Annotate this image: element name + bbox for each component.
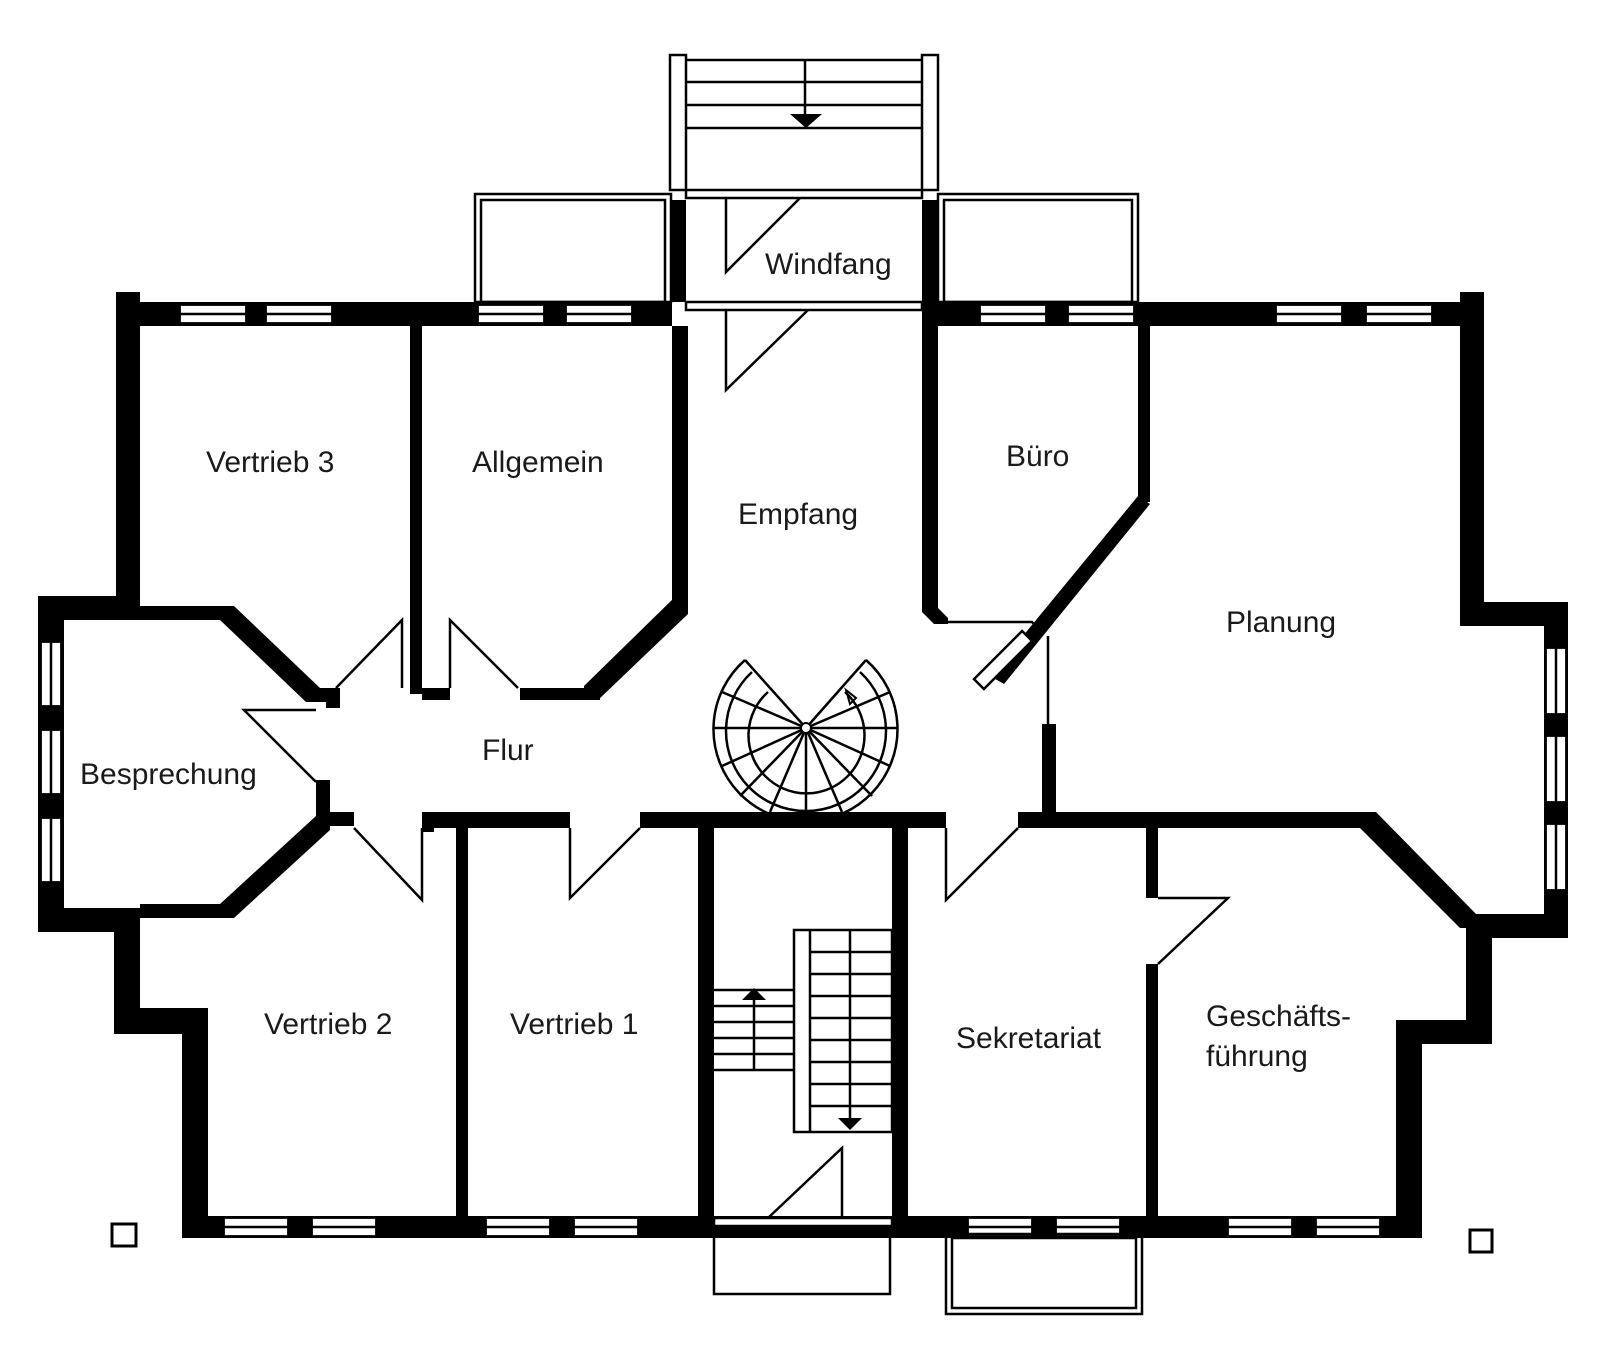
door-vertrieb2[interactable] — [353, 827, 424, 904]
label-windfang: Windfang — [765, 248, 892, 281]
label-sekretariat: Sekretariat — [956, 1022, 1102, 1055]
label-planung: Planung — [1226, 606, 1336, 639]
door-geschaeftsfuehrung[interactable] — [1157, 896, 1232, 965]
door-besprechung[interactable] — [240, 708, 317, 783]
stair-down-arrow-icon — [838, 1118, 862, 1130]
door-vertrieb1[interactable] — [568, 827, 641, 902]
label-besprechung: Besprechung — [80, 758, 257, 791]
label-allgemein: Allgemein — [472, 446, 604, 479]
interior-walls — [140, 326, 1476, 1218]
label-vertrieb2: Vertrieb 2 — [264, 1008, 392, 1041]
stair-direction-arrow-icon — [790, 114, 822, 128]
chimney-marker — [144, 994, 154, 1008]
spiral-arrow-icon — [844, 687, 858, 706]
windfang-outer-door[interactable] — [724, 197, 801, 276]
door-sekretariat[interactable] — [944, 827, 1019, 904]
doors — [240, 616, 1232, 1219]
label-vertrieb3: Vertrieb 3 — [206, 446, 334, 479]
spiral-staircase — [712, 659, 899, 823]
stairwell-stairs — [714, 928, 894, 1134]
label-flur: Flur — [482, 734, 534, 767]
door-vertrieb3[interactable] — [335, 616, 404, 689]
stair-up-arrow-icon — [742, 988, 766, 1000]
label-geschaeftsfuehrung-line2: führung — [1206, 1040, 1308, 1073]
corner-markers — [110, 994, 1494, 1254]
label-buero: Büro — [1006, 440, 1069, 473]
chimney-marker — [160, 994, 170, 1008]
bottom-porches — [712, 1216, 1144, 1316]
door-allgemein[interactable] — [448, 616, 519, 689]
windfang-structure — [473, 188, 1140, 393]
column-marker — [110, 1222, 138, 1248]
label-geschaeftsfuehrung-line1: Geschäfts- — [1206, 1000, 1351, 1033]
exterior-walls — [38, 292, 1568, 1238]
label-vertrieb1: Vertrieb 1 — [510, 1008, 638, 1041]
door-buero[interactable] — [936, 620, 1043, 633]
entrance-stair — [668, 53, 940, 192]
door-stairwell-exit[interactable] — [767, 1145, 844, 1219]
column-marker — [1468, 1228, 1494, 1254]
label-empfang: Empfang — [738, 498, 858, 531]
windows — [40, 304, 1567, 1237]
windfang-inner-door[interactable] — [724, 309, 809, 393]
room-labels: Windfang Vertrieb 3 Allgemein Empfang Bü… — [80, 248, 1351, 1073]
